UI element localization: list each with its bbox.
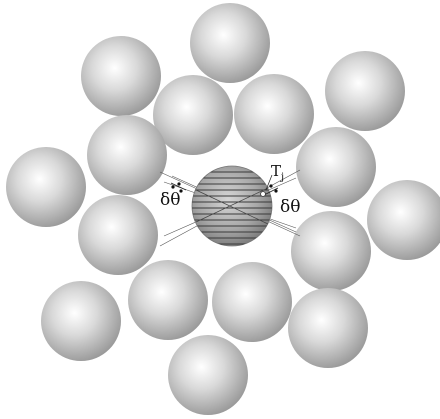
sphere — [168, 335, 248, 415]
sphere — [367, 180, 440, 260]
central-sphere — [191, 165, 273, 247]
sphere — [153, 75, 233, 155]
sphere — [6, 147, 86, 227]
right-point-subscript: j — [280, 172, 284, 183]
sphere — [78, 195, 158, 275]
sphere — [325, 51, 405, 131]
right-point-label: Tj — [271, 162, 284, 183]
sphere — [81, 36, 161, 116]
sphere — [296, 127, 376, 207]
sphere — [234, 74, 314, 154]
sphere — [212, 262, 292, 342]
sphere — [87, 115, 167, 195]
right-point-main: T — [271, 162, 281, 180]
sphere — [41, 281, 121, 361]
left-angle-label: δθ — [160, 190, 180, 210]
right-angle-marker — [260, 174, 279, 197]
right-angle-label: δθ — [280, 197, 300, 217]
sphere — [190, 3, 270, 83]
sphere — [288, 288, 368, 368]
left-angle-marker — [170, 182, 187, 193]
outer-spheres — [6, 3, 440, 415]
sphere — [291, 211, 371, 291]
sphere — [128, 260, 208, 340]
